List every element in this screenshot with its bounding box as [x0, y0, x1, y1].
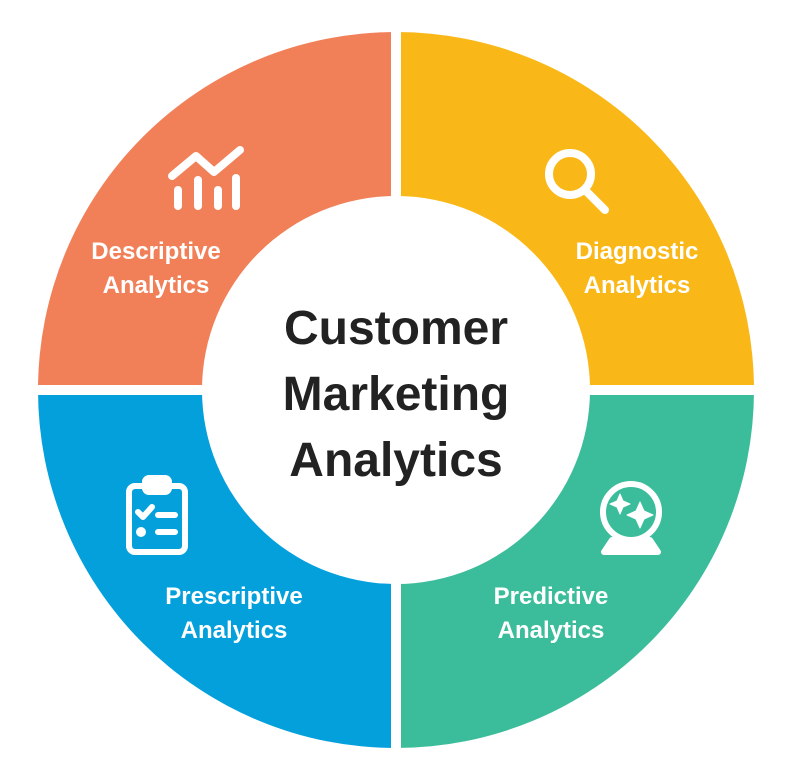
- label-line: Analytics: [583, 272, 691, 299]
- clipboard-checklist-icon: [126, 475, 188, 555]
- label-line: Prescriptive: [165, 583, 303, 610]
- label-line: Descriptive: [91, 238, 221, 265]
- label-line: Diagnostic: [575, 238, 699, 265]
- title-line: Analytics: [289, 434, 503, 487]
- magnifier-icon: [545, 149, 609, 214]
- crystal-ball-icon: [600, 481, 662, 555]
- label-line: Analytics: [497, 617, 605, 644]
- label-line: Analytics: [102, 272, 210, 299]
- label-diagnostic: Diagnostic Analytics: [517, 235, 757, 303]
- center-circle: [202, 196, 590, 584]
- label-predictive: Predictive Analytics: [431, 580, 671, 648]
- label-line: Analytics: [180, 617, 288, 644]
- center-title: Customer Marketing Analytics: [226, 296, 566, 494]
- label-descriptive: Descriptive Analytics: [36, 235, 276, 303]
- label-line: Predictive: [493, 583, 609, 610]
- title-line: Customer: [283, 302, 509, 355]
- chart-trend-icon: [168, 146, 244, 210]
- title-line: Marketing: [282, 368, 510, 421]
- label-prescriptive: Prescriptive Analytics: [114, 580, 354, 648]
